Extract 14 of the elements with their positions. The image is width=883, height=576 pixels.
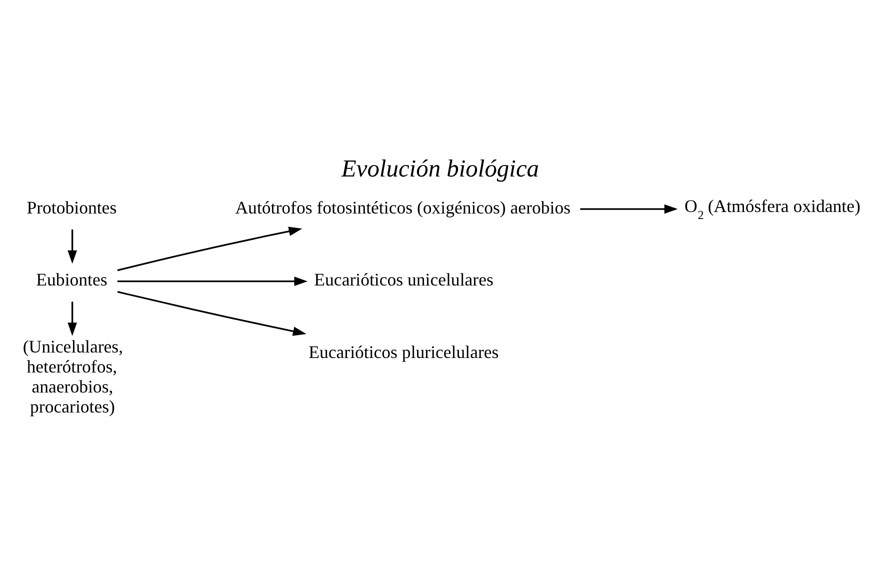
node-text: Eubiontes bbox=[36, 270, 108, 290]
arrow bbox=[117, 226, 302, 272]
arrow bbox=[117, 291, 306, 336]
node-text: (Unicelulares, heterótrofos, anaerobios, procariotes) bbox=[22, 336, 124, 416]
arrow bbox=[117, 276, 308, 286]
node-text: O$_{2}$ (Atmósfera oxidante) bbox=[684, 196, 860, 222]
node-text: Autótrofos fotosintéticos (oxigénicos) aerobios bbox=[235, 197, 571, 218]
diagram-title: Evolución biológica bbox=[341, 155, 540, 182]
arrow bbox=[68, 229, 77, 264]
arrow bbox=[68, 302, 77, 336]
node-text: Eucarióticos unicelulares bbox=[314, 270, 494, 290]
arrow bbox=[580, 204, 678, 214]
node-text: Eucarióticos pluricelulares bbox=[308, 342, 499, 362]
node-text: Protobiontes bbox=[26, 197, 117, 218]
